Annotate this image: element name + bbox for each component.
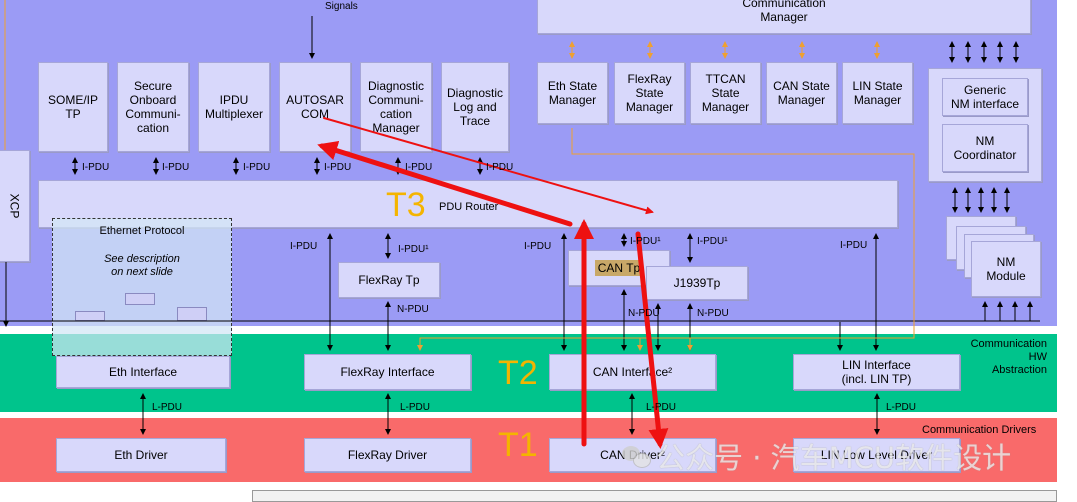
- someip-tp: SOME/IP TP: [38, 62, 108, 152]
- npdu-label-flexray: N-PDU: [397, 304, 429, 315]
- generic-nm-interface: Generic NM interface: [942, 78, 1028, 116]
- watermark-text: 公众号 · 汽车MCU软件设计: [656, 441, 1012, 475]
- ipdu-label-com: I-PDU: [324, 162, 352, 173]
- ipdu1-label-can-tp: I-PDU¹: [630, 236, 661, 247]
- watermark: 公众号 · 汽车MCU软件设计: [622, 434, 1011, 478]
- ethernet-protocol-note: See description on next slide: [104, 253, 180, 278]
- lpdu-label-eth: L-PDU: [152, 402, 183, 413]
- hw-abstraction-label: Communication HW Abstraction: [970, 338, 1047, 376]
- npdu-label-can: N-PDU: [628, 308, 660, 319]
- lin-state-manager: LIN State Manager: [842, 62, 913, 124]
- ipdu-label-dlt: I-PDU: [486, 162, 514, 173]
- can-state-manager: CAN State Manager: [766, 62, 837, 124]
- ipdu-label-someip: I-PDU: [82, 162, 110, 173]
- xcp-label: XCP: [7, 193, 21, 219]
- secure-onboard-communication: Secure Onboard Communi- cation: [117, 62, 189, 152]
- autosar-com: AUTOSAR COM: [279, 62, 351, 152]
- eth-protocol-block-3: [177, 307, 207, 321]
- pdu-router-label: PDU Router: [439, 201, 499, 213]
- ipdu-label-can-left: I-PDU: [524, 241, 552, 252]
- flexray-tp: FlexRay Tp: [338, 262, 440, 298]
- diagnostic-communication-manager: Diagnostic Communi- cation Manager: [360, 62, 432, 152]
- nm-module: NM Module: [971, 241, 1041, 297]
- diagnostic-log-and-trace: Diagnostic Log and Trace: [441, 62, 509, 152]
- drivers-band-label: Communication Drivers: [922, 424, 1037, 436]
- can-interface: CAN Interface²: [549, 354, 716, 390]
- ttcan-state-manager: TTCAN State Manager: [690, 62, 761, 124]
- eth-protocol-block-1: [125, 293, 155, 305]
- flexray-interface: FlexRay Interface: [304, 354, 471, 390]
- ethernet-protocol-title: Ethernet Protocol: [99, 225, 185, 237]
- lpdu-label-lin: L-PDU: [886, 402, 917, 413]
- lpdu-label-flexray: L-PDU: [400, 402, 431, 413]
- xcp: XCP: [0, 150, 30, 262]
- ipdu-multiplexer: IPDU Multiplexer: [198, 62, 270, 152]
- ipdu-label-lin: I-PDU: [840, 240, 868, 251]
- ipdu1-label-j1939: I-PDU¹: [697, 236, 728, 247]
- eth-interface: Eth Interface: [56, 356, 230, 388]
- ipdu-label-ipdumux: I-PDU: [243, 162, 271, 173]
- bottom-note-frame: [252, 490, 1057, 502]
- lin-driver: LIN Low Level Driver: [793, 438, 960, 472]
- npdu-label-j1939: N-PDU: [697, 308, 729, 319]
- communication-manager: Communication Manager: [537, 0, 1031, 34]
- ethernet-protocol-box: Ethernet Protocol See description on nex…: [52, 218, 232, 356]
- lin-interface: LIN Interface (incl. LIN TP): [793, 354, 960, 390]
- lpdu-label-can: L-PDU: [646, 402, 677, 413]
- can-tp-label: CAN Tp: [594, 260, 644, 276]
- ipdu-label-flexray-left: I-PDU: [290, 241, 318, 252]
- tier-t3: T3: [386, 186, 426, 224]
- tier-t1: T1: [498, 426, 538, 464]
- signals-label: Signals: [325, 1, 358, 12]
- flexray-state-manager: FlexRay State Manager: [614, 62, 685, 124]
- eth-protocol-block-2: [75, 311, 105, 321]
- ipdu-label-dcm: I-PDU: [405, 162, 433, 173]
- nm-coordinator: NM Coordinator: [942, 124, 1028, 172]
- tier-t2: T2: [498, 354, 538, 392]
- j1939-tp: J1939Tp: [646, 266, 748, 300]
- wechat-icon: [622, 444, 651, 468]
- ipdu1-label-flexray-tp: I-PDU¹: [398, 244, 429, 255]
- eth-state-manager: Eth State Manager: [537, 62, 608, 124]
- ipdu-label-secoc: I-PDU: [162, 162, 190, 173]
- flexray-driver: FlexRay Driver: [304, 438, 471, 472]
- eth-driver: Eth Driver: [56, 438, 226, 472]
